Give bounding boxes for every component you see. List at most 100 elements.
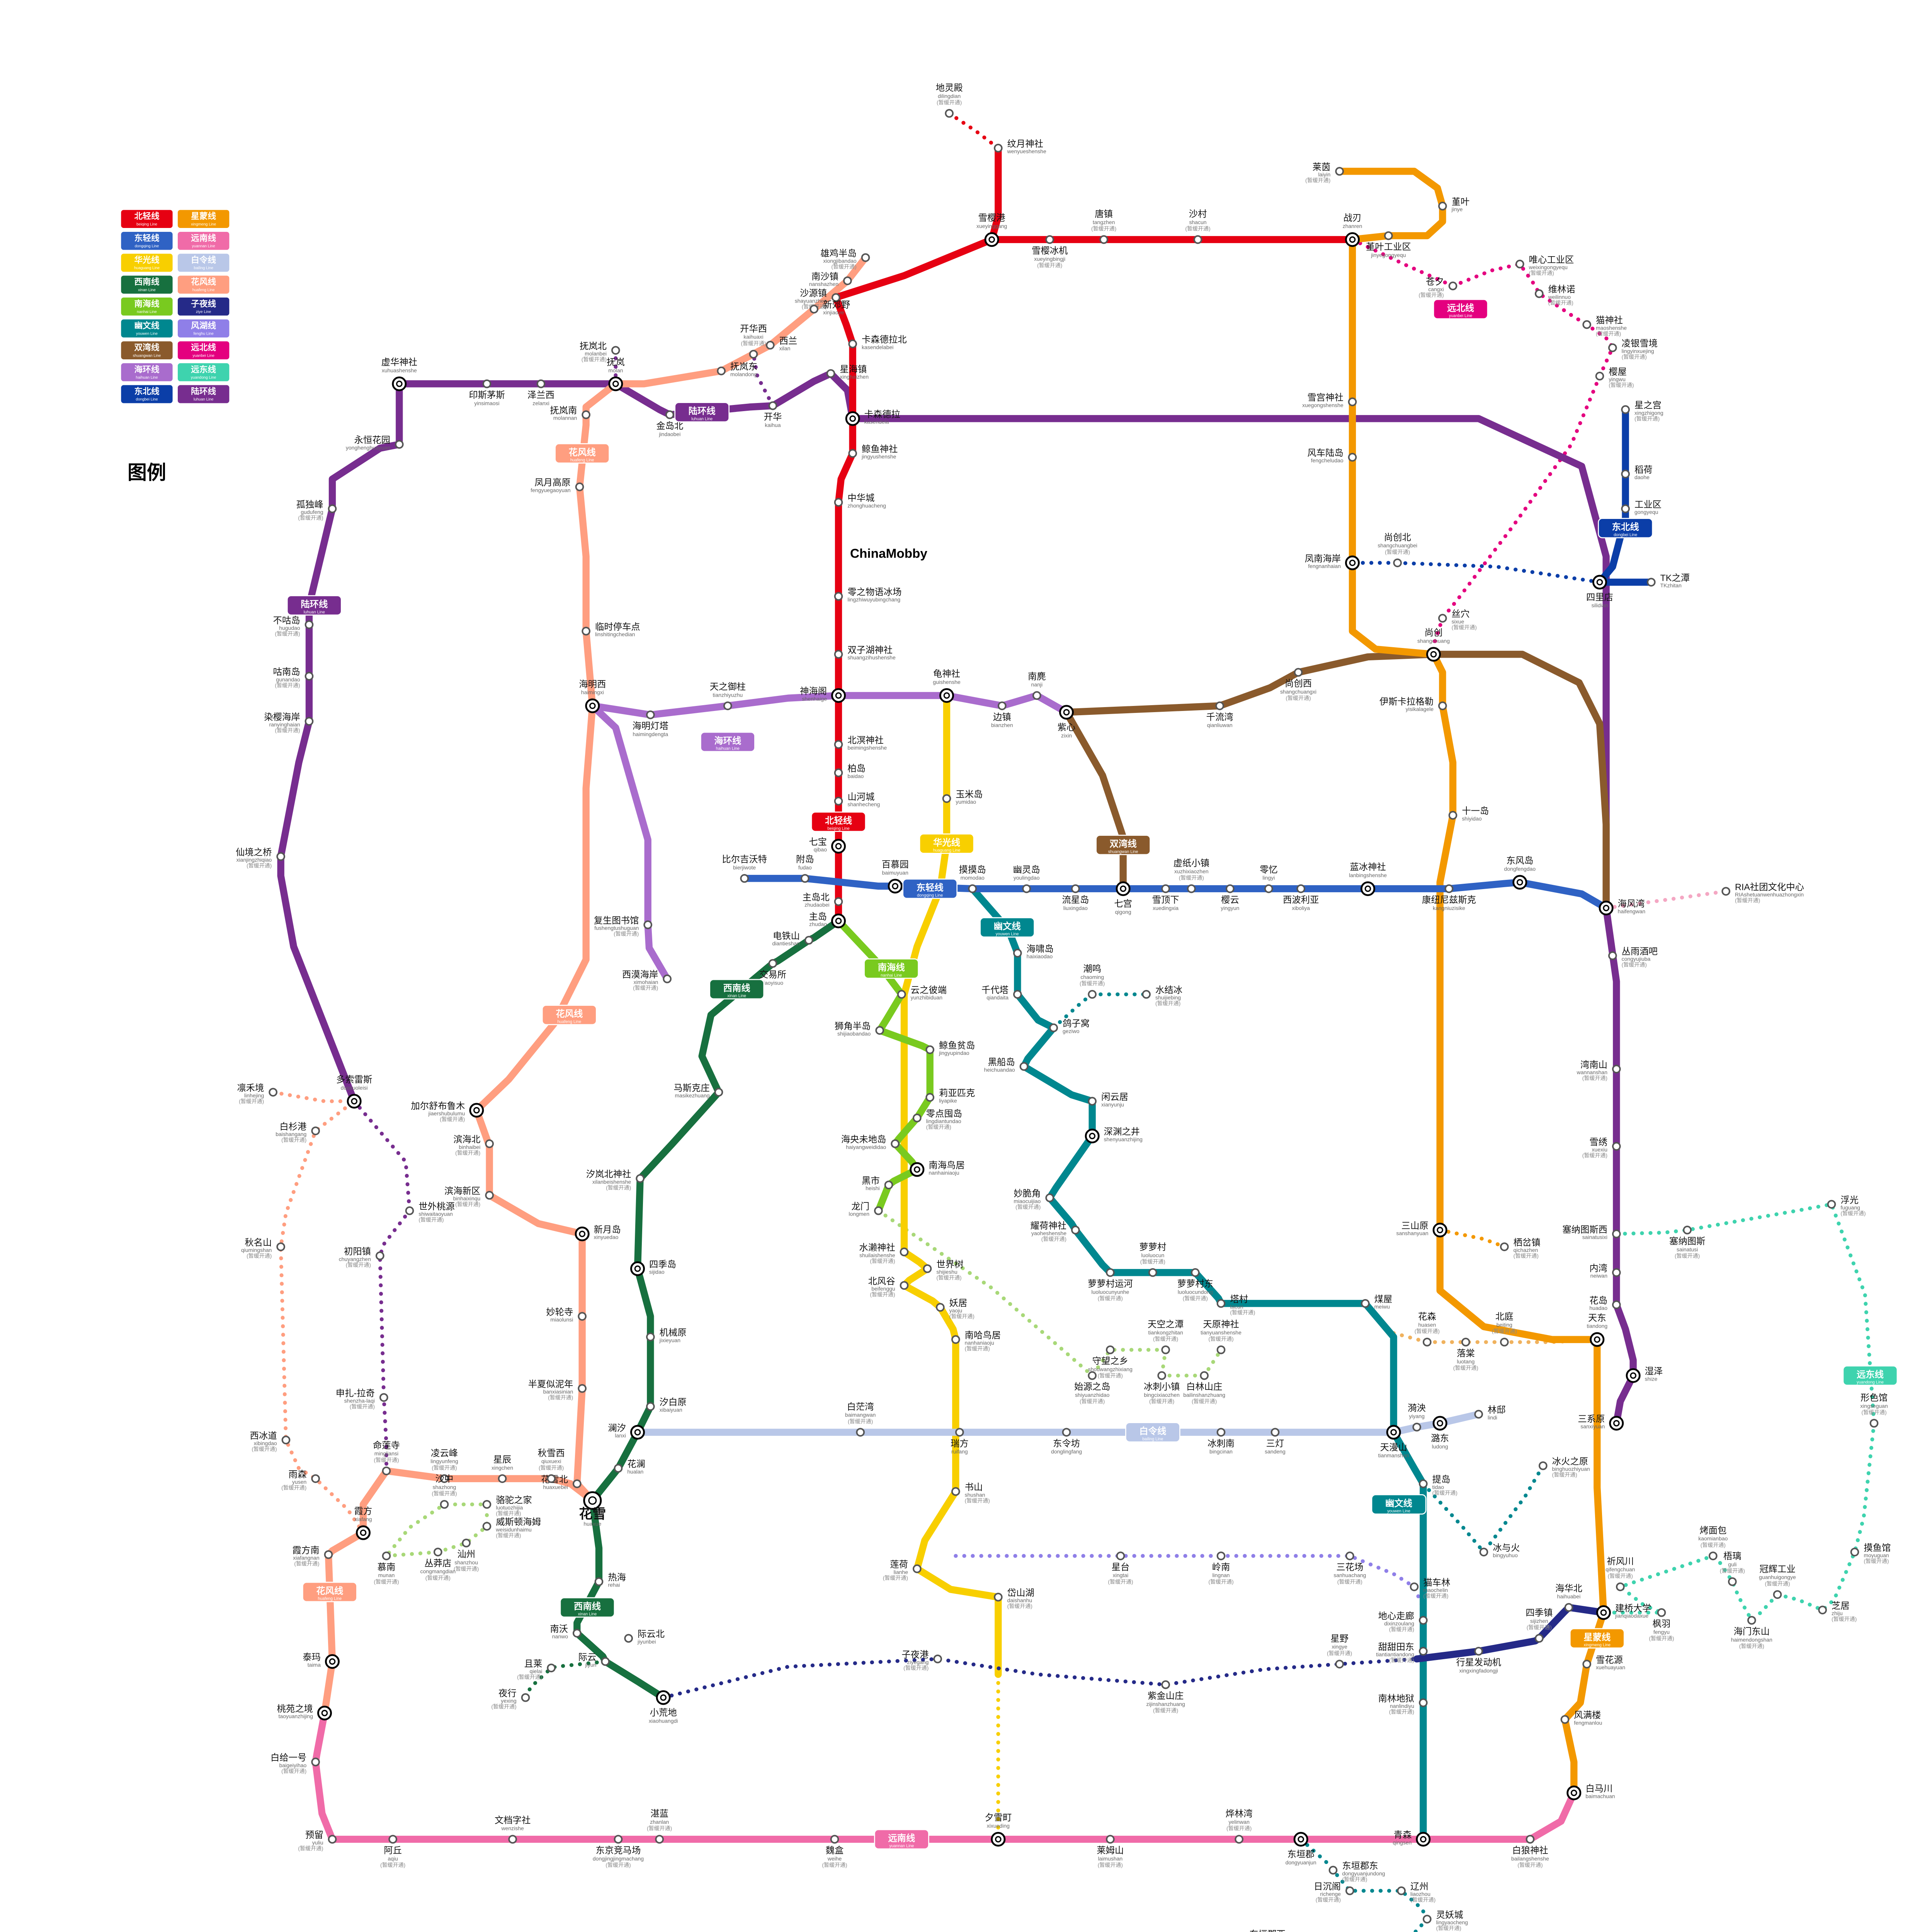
svg-text:dongqing Line: dongqing Line	[135, 244, 159, 248]
svg-text:dongyuanjundong: dongyuanjundong	[1342, 1870, 1385, 1876]
svg-text:秋名山: 秋名山	[245, 1237, 272, 1247]
svg-text:海门东山: 海门东山	[1734, 1626, 1770, 1636]
svg-text:xibaiyuan: xibaiyuan	[660, 1406, 682, 1413]
svg-text:molanbei: molanbei	[585, 350, 607, 357]
svg-text:chuyangzhen: chuyangzhen	[339, 1256, 371, 1262]
svg-text:weihe: weihe	[827, 1855, 842, 1862]
svg-text:白马川: 白马川	[1585, 1784, 1612, 1794]
svg-text:开华西: 开华西	[740, 323, 767, 333]
svg-text:湾南山: 湾南山	[1580, 1060, 1607, 1070]
svg-text:三花场: 三花场	[1336, 1562, 1363, 1572]
svg-text:汕州: 汕州	[457, 1549, 475, 1559]
svg-text:zixin: zixin	[1061, 732, 1072, 738]
svg-text:冰与火: 冰与火	[1493, 1543, 1520, 1553]
svg-text:qianliuwan: qianliuwan	[1207, 722, 1233, 728]
svg-text:(暂缓开通): (暂缓开通)	[517, 1674, 542, 1680]
svg-text:仙境之桥: 仙境之桥	[236, 847, 272, 857]
svg-text:龟神社: 龟神社	[933, 669, 960, 679]
svg-text:秋雪西: 秋雪西	[538, 1448, 565, 1458]
svg-text:双子湖神社: 双子湖神社	[847, 645, 893, 655]
svg-text:云之彼端: 云之彼端	[911, 985, 947, 995]
svg-text:电铁山: 电铁山	[773, 931, 800, 941]
svg-text:初阳镇: 初阳镇	[344, 1247, 371, 1257]
svg-text:雨森: 雨森	[289, 1469, 307, 1479]
svg-text:xinyuedao: xinyuedao	[594, 1234, 619, 1240]
svg-text:抚岚东: 抚岚东	[730, 362, 757, 372]
svg-text:远东线: 远东线	[191, 364, 216, 374]
line-dongbei	[1350, 406, 1655, 586]
svg-text:(暂缓开通): (暂缓开通)	[425, 1575, 451, 1581]
svg-text:(暂缓开通): (暂缓开通)	[1596, 330, 1621, 337]
svg-text:tianyuanshenshe: tianyuanshenshe	[1201, 1329, 1242, 1335]
svg-text:xuedingxia: xuedingxia	[1153, 905, 1179, 911]
svg-text:东轻线: 东轻线	[917, 882, 944, 893]
svg-text:munan: munan	[378, 1572, 395, 1578]
svg-text:(暂缓开通): (暂缓开通)	[1037, 262, 1062, 269]
svg-text:威斯顿海姆: 威斯顿海姆	[496, 1517, 541, 1527]
svg-text:silidian: silidian	[1592, 602, 1608, 609]
svg-text:TK之潭: TK之潭	[1660, 573, 1690, 583]
svg-text:莉亚匹克: 莉亚匹克	[939, 1088, 975, 1098]
svg-text:lingdiantundao: lingdiantundao	[926, 1118, 961, 1124]
svg-text:lingyinxuejing: lingyinxuejing	[1622, 348, 1654, 354]
svg-text:wannanshan: wannanshan	[1577, 1069, 1607, 1075]
svg-text:linshitingchedian: linshitingchedian	[595, 631, 635, 638]
svg-text:lingzhiwuyubingchang: lingzhiwuyubingchang	[847, 597, 900, 603]
svg-text:yaoheshenshe: yaoheshenshe	[1031, 1230, 1066, 1236]
svg-text:(暂缓开通): (暂缓开通)	[965, 1345, 990, 1352]
svg-text:fengcheludao: fengcheludao	[1311, 457, 1344, 464]
svg-text:(暂缓开通): (暂缓开通)	[1622, 354, 1647, 360]
svg-text:molannan: molannan	[553, 415, 577, 421]
svg-text:daohe: daohe	[1634, 474, 1650, 480]
svg-text:星辰: 星辰	[493, 1454, 512, 1464]
svg-text:binhaibei: binhaibei	[459, 1144, 480, 1150]
svg-text:四季镇: 四季镇	[1526, 1608, 1553, 1618]
svg-text:(暂缓开通): (暂缓开通)	[455, 1201, 480, 1208]
svg-text:(暂缓开通): (暂缓开通)	[1098, 1372, 1123, 1379]
svg-text:(暂缓开通): (暂缓开通)	[1230, 1310, 1255, 1316]
svg-text:北庭: 北庭	[1495, 1311, 1514, 1321]
svg-text:youwen Line: youwen Line	[136, 332, 158, 336]
svg-text:(暂缓开通): (暂缓开通)	[496, 1510, 521, 1517]
svg-text:尚创西: 尚创西	[1285, 679, 1312, 689]
svg-text:(暂缓开通): (暂缓开通)	[432, 1490, 457, 1497]
svg-text:xixueding: xixueding	[987, 1823, 1010, 1829]
svg-text:滨海新区: 滨海新区	[444, 1186, 480, 1196]
svg-text:haihuabei: haihuabei	[1557, 1594, 1581, 1600]
svg-text:tidao: tidao	[1432, 1484, 1444, 1490]
svg-text:(暂缓开通): (暂缓开通)	[239, 1098, 264, 1104]
svg-text:yelinwan: yelinwan	[1228, 1819, 1249, 1825]
svg-text:岱山湖: 岱山湖	[1007, 1588, 1034, 1598]
svg-text:yunzhibiduan: yunzhibiduan	[911, 995, 942, 1001]
